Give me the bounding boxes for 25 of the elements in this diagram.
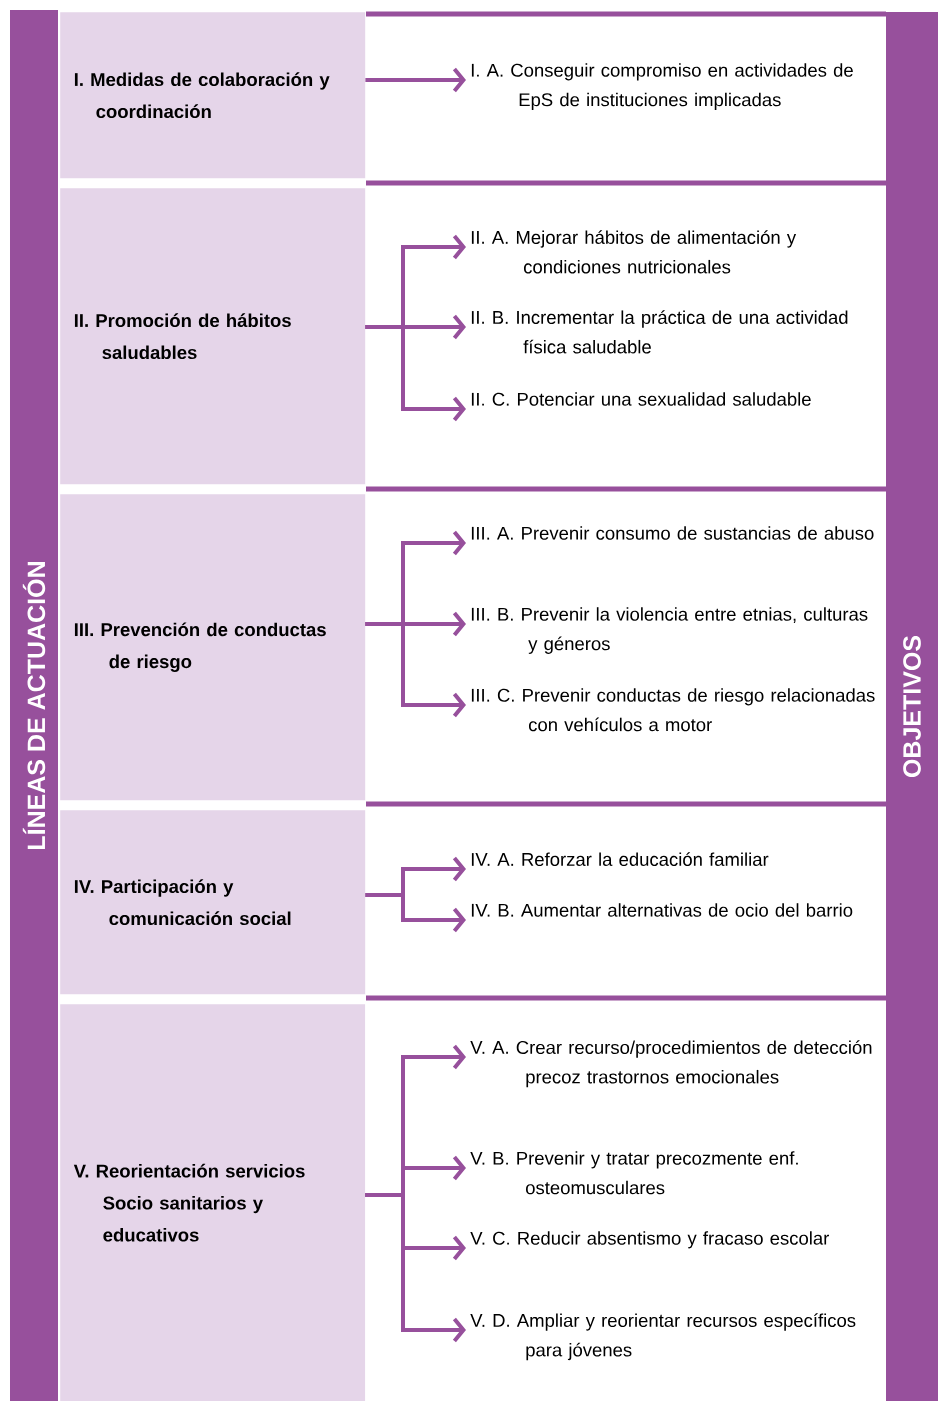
objective-text: III. A. Prevenir consumo de sustancias de abuso <box>471 526 874 540</box>
side-band: OBJETIVOS <box>886 12 938 1401</box>
category-box: V. Reorientación servicios Socio sanitarios y educativos <box>60 1004 366 1401</box>
objective-text: I. A. Conseguir compromiso en actividades de EpS de instituciones implicadas <box>471 63 853 110</box>
objective-text: III. C. Prevenir conductas de riesgo relacionadas con vehículos a motor <box>471 688 875 732</box>
objective-text: V. D. Ampliar y reorientar recursos específicos para jóvenes <box>470 1313 856 1361</box>
arrow <box>365 622 466 718</box>
category-box: IV. Participación y comunicación social <box>60 810 366 995</box>
arrow <box>365 893 466 933</box>
arrow <box>365 325 466 422</box>
category-box: I. Medidas de colaboración y coordinación <box>60 12 366 179</box>
category-box: II. Promoción de hábitos saludables <box>60 188 366 485</box>
category-box: III. Prevención de conductas de riesgo <box>60 494 366 801</box>
objective-text: V. C. Reducir absentismo y fracaso escolar <box>470 1231 829 1249</box>
objective-text: III. B. Prevenir la violencia entre etnias, culturas y géneros <box>471 607 868 654</box>
objective-text: II. B. Incrementar la práctica de una actividad física saludable <box>471 310 848 354</box>
arrow <box>365 67 466 93</box>
objective-text: IV. B. Aumentar alternativas de ocio del barrio <box>471 903 853 917</box>
objective-text: II. A. Mejorar hábitos de alimentación y condiciones nutricionales <box>471 230 797 274</box>
arrow <box>365 1193 466 1343</box>
side-band: LÍNEAS DE ACTUACIÓN <box>10 10 58 1401</box>
objective-text: II. C. Potenciar una sexualidad saludable <box>471 392 811 406</box>
objective-text: IV. A. Reforzar la educación familiar <box>471 852 769 866</box>
objective-text: V. B. Prevenir y tratar precozmente enf. osteomusculares <box>470 1151 798 1195</box>
objective-text: V. A. Crear recurso/procedimientos de detección precoz trastornos emocionales <box>470 1040 872 1088</box>
